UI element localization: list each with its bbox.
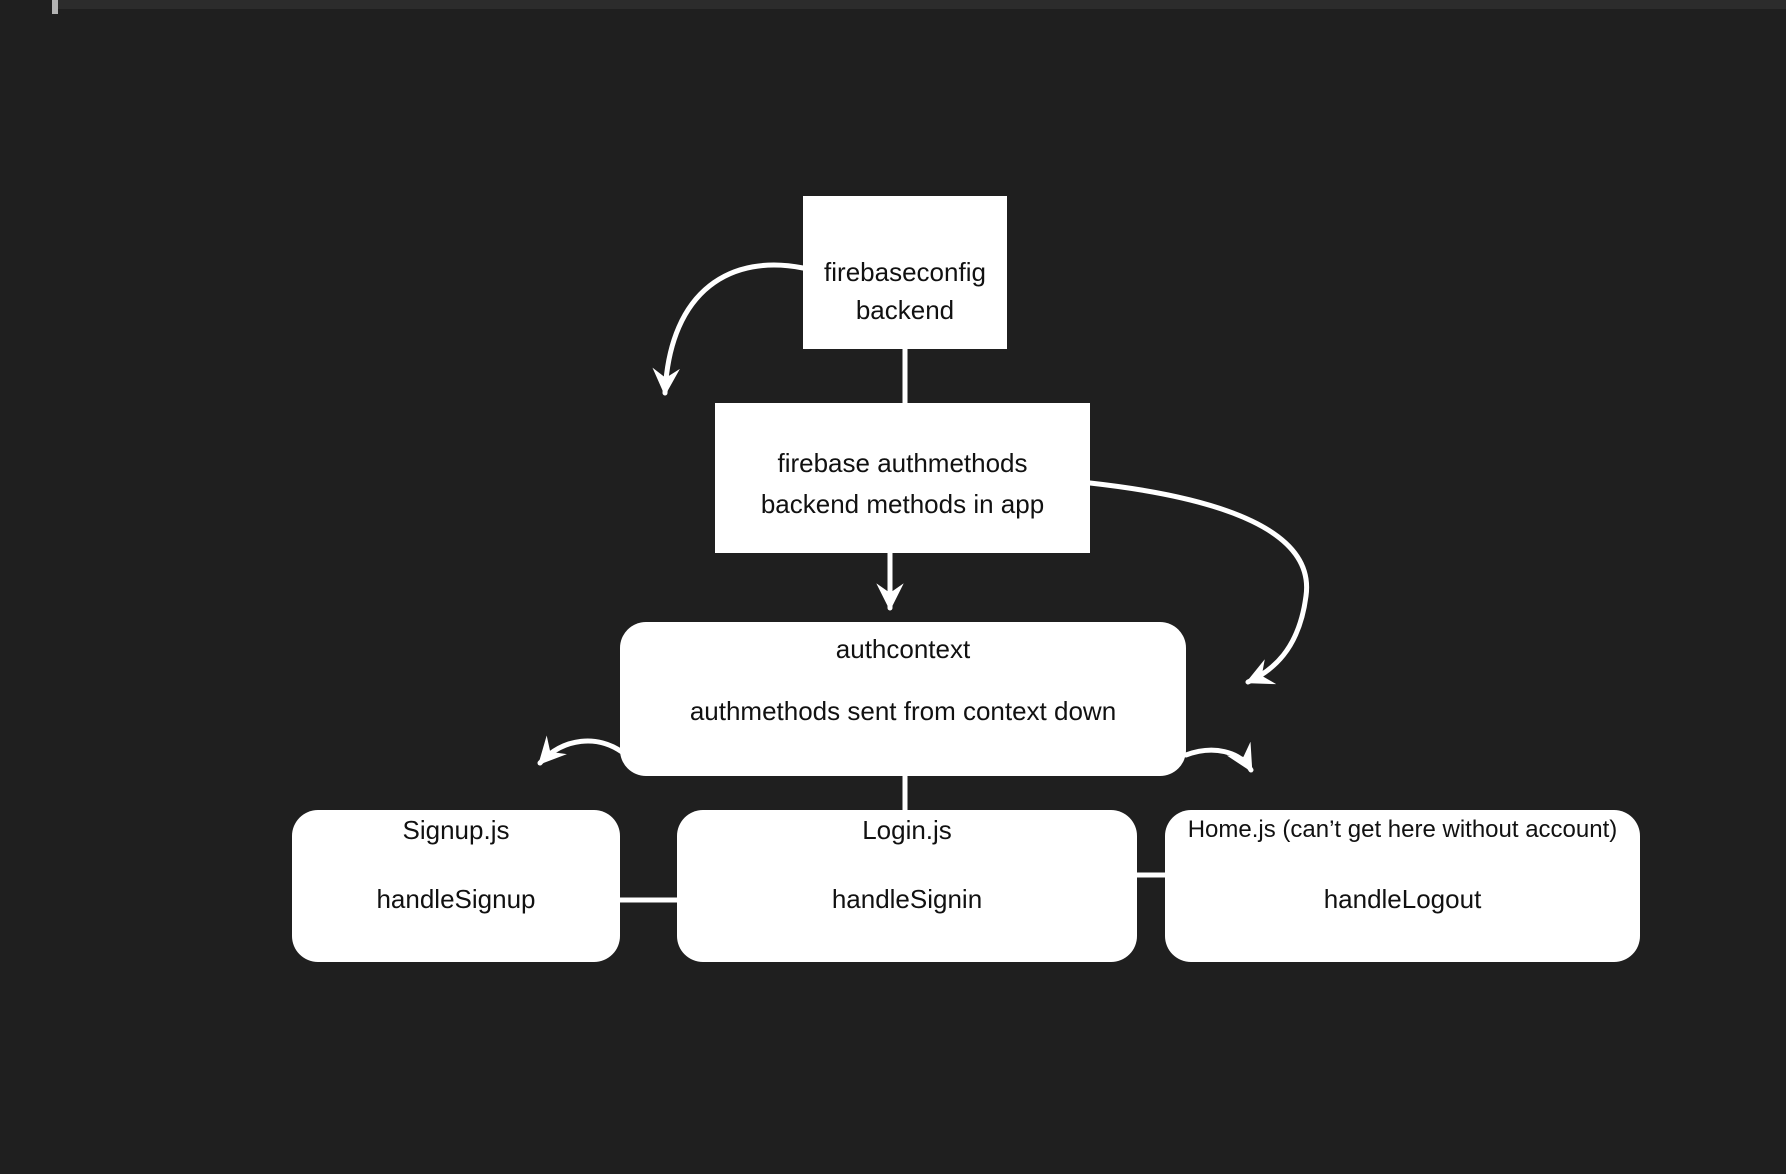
node-label: handleSignin [831,884,983,914]
node-home-js[interactable]: Home.js (can’t get here without account)… [1165,810,1640,962]
node-label: firebaseconfig [824,256,986,287]
edge-authcontext-to-home-curved-arrow[interactable] [1183,741,1254,773]
node-firebaseconfig[interactable]: firebaseconfig backend [803,196,1007,349]
node-label: handleLogout [1323,884,1482,914]
node-label: backend methods in app [760,489,1045,519]
node-firebase-authmethods[interactable]: firebase authmethods backend methods in … [715,403,1090,553]
node-label: authmethods sent from context down [689,696,1117,726]
node-label: handleSignup [376,884,536,914]
node-authcontext[interactable]: authcontext authmethods sent from contex… [620,622,1186,776]
node-label: firebase authmethods [777,448,1028,478]
edge-authmethods-to-authcontext-curved-arrow[interactable] [1087,480,1310,685]
node-login-js[interactable]: Login.js handleSignin [677,810,1137,962]
node-label: Home.js (can’t get here without account) [1187,816,1618,843]
node-label: authcontext [835,634,971,664]
edge-authcontext-to-signup-curved-arrow[interactable] [537,735,625,766]
window-top-strip [57,0,1786,9]
node-signup-js[interactable]: Signup.js handleSignup [292,810,620,962]
node-label: Login.js [862,815,952,845]
top-left-cursor-tick [52,0,58,14]
edge-config-to-authmethods-curved-arrow[interactable] [652,262,806,396]
node-label: Signup.js [402,815,510,845]
node-label: backend [855,294,955,325]
